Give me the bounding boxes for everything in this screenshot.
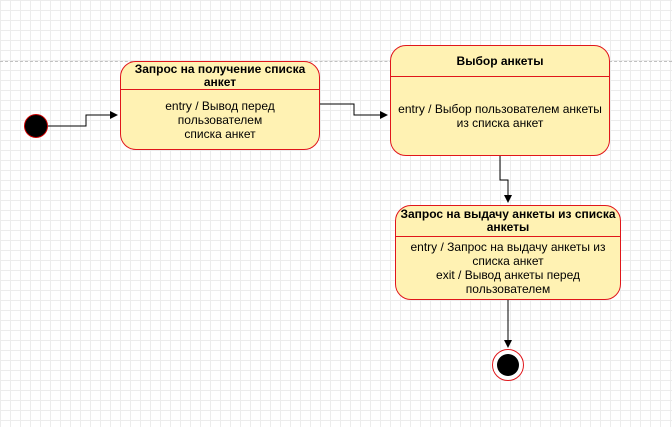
state-request-issue[interactable]: Запрос на выдачу анкеты из списка анкеты… [395, 205, 621, 300]
state-choose-form[interactable]: Выбор анкеты entry / Выбор пользователем… [390, 45, 610, 156]
initial-node[interactable] [24, 114, 48, 138]
state-title: Выбор анкеты [391, 46, 609, 77]
state-line: entry / Выбор пользователем анкеты [398, 102, 602, 116]
transition-state-2-to-state-3[interactable] [499, 156, 512, 203]
state-line: пользователем [177, 112, 263, 127]
state-body: entry / Выбор пользователем анкеты из сп… [391, 77, 609, 155]
state-line: списка анкет [184, 126, 256, 141]
state-title: Запрос на выдачу анкеты из списка анкеты [396, 206, 620, 237]
state-title: Запрос на получение списка анкет [121, 62, 319, 90]
transition-state-1-to-state-2[interactable] [320, 103, 388, 119]
final-node[interactable] [492, 349, 524, 381]
state-line: entry / Вывод перед [165, 98, 275, 113]
final-node-core [497, 354, 519, 376]
state-line: exit / Вывод анкеты перед [436, 268, 580, 282]
state-body: entry / Вывод перед пользователем списка… [121, 90, 319, 149]
page-break-line [0, 61, 672, 62]
state-line: из списка анкет [456, 116, 544, 130]
transition-initial-to-state-1[interactable] [48, 111, 118, 127]
state-line: списка анкет [472, 254, 544, 268]
state-request-list[interactable]: Запрос на получение списка анкет entry /… [120, 61, 320, 150]
state-line: entry / Запрос на выдачу анкеты из [410, 240, 606, 254]
state-body: entry / Запрос на выдачу анкеты из списк… [396, 237, 620, 299]
state-line: пользователем [465, 282, 551, 296]
